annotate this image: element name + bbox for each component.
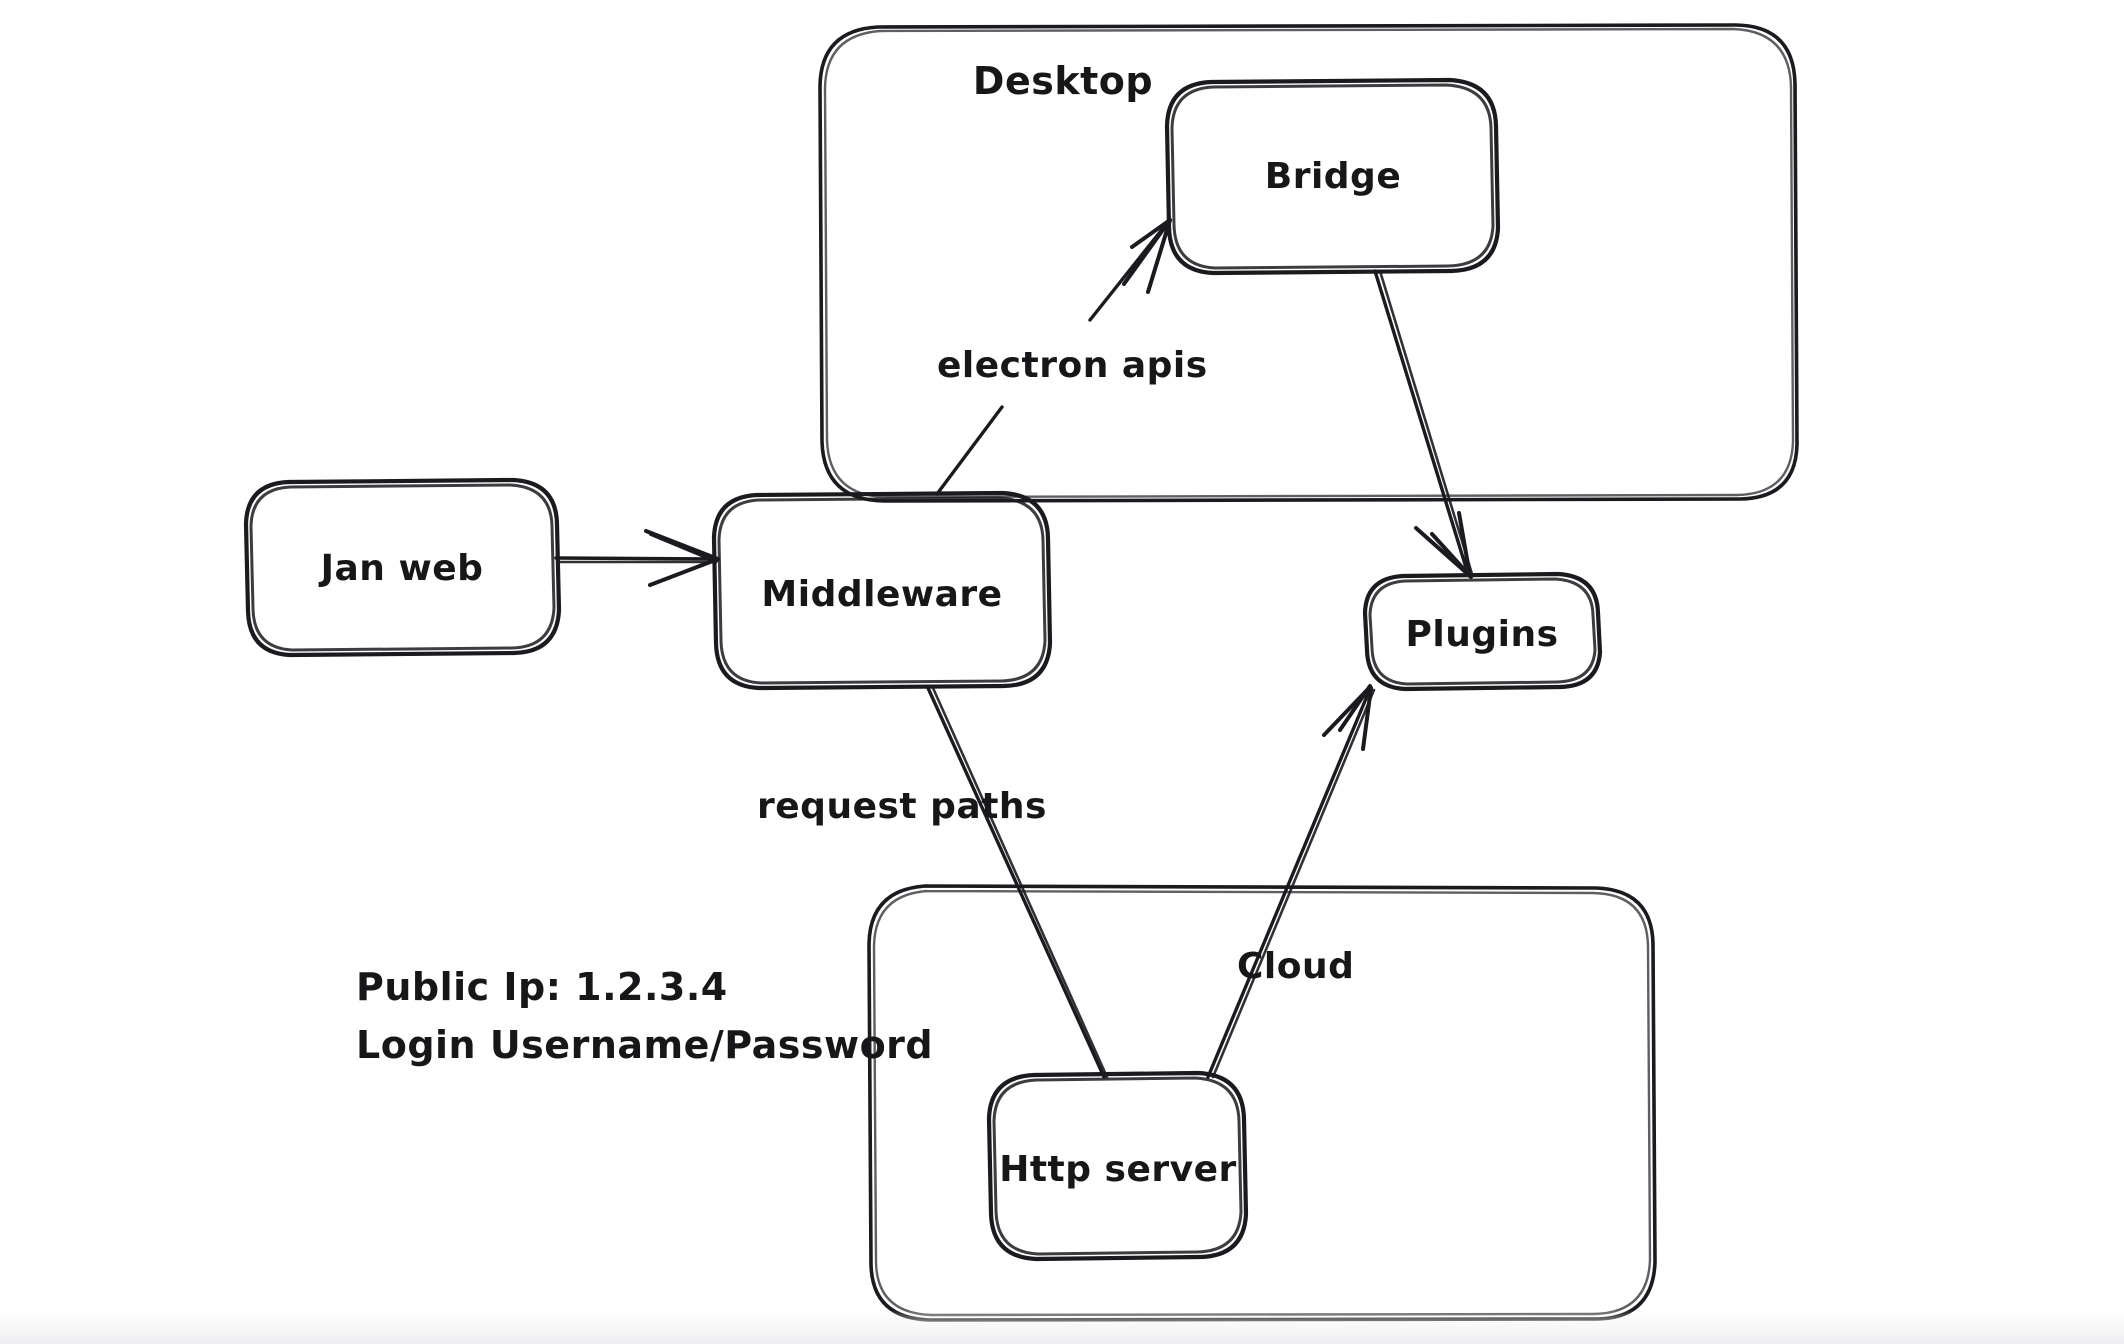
node-jan-web[interactable]: Jan web [243, 477, 562, 658]
node-jan-web-label: Jan web [318, 548, 484, 589]
node-middleware[interactable]: Middleware [711, 490, 1053, 691]
edge-http-server-to-plugins: Cloud [1206, 684, 1376, 1079]
edge-bridge-to-plugins [1373, 269, 1474, 579]
node-http-server-label: Http server [999, 1149, 1237, 1190]
node-bridge-label: Bridge [1265, 156, 1402, 197]
container-desktop-label: Desktop [973, 59, 1153, 103]
node-plugins[interactable]: Plugins [1362, 571, 1603, 692]
node-http-server[interactable]: Http server [986, 1070, 1249, 1262]
node-plugins-label: Plugins [1405, 614, 1558, 655]
edge-middleware-to-http-server: request paths [757, 686, 1109, 1079]
node-middleware-label: Middleware [761, 574, 1002, 615]
edge-label-cloud: Cloud [1237, 946, 1354, 987]
edge-middleware-to-bridge: electron apis [935, 218, 1208, 496]
edge-label-request-paths: request paths [757, 786, 1047, 827]
edge-label-electron-apis: electron apis [937, 345, 1208, 386]
note-public-ip: Public Ip: 1.2.3.4 [356, 965, 728, 1009]
container-desktop[interactable]: Desktop [818, 23, 1799, 503]
notes-block: Public Ip: 1.2.3.4 Login Username/Passwo… [356, 965, 933, 1067]
edge-jan-web-to-middleware [554, 529, 720, 587]
note-login: Login Username/Password [356, 1023, 933, 1067]
node-bridge[interactable]: Bridge [1164, 77, 1501, 276]
